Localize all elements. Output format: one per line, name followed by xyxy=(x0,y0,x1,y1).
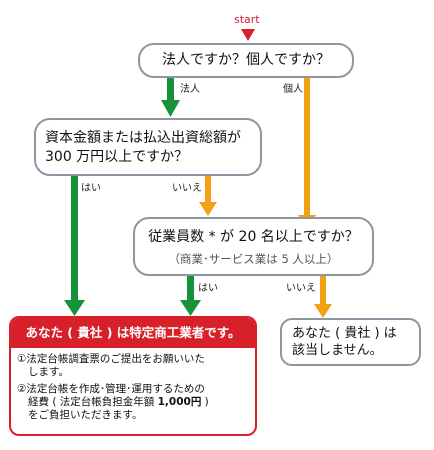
arrow-q3-no-head xyxy=(314,304,332,318)
arrow-q2-yes-head xyxy=(64,300,85,316)
question-3-line-2: （商業･サービス業は 5 人以上） xyxy=(168,252,339,266)
arrow-q3-yes-head xyxy=(180,300,201,316)
result-yes-item-2-line-2: 経費 ( 法定台帳負担金年額 1,000円 ) xyxy=(28,396,209,409)
branch-corporate-label: 法人 xyxy=(180,84,200,95)
start-arrow xyxy=(241,29,255,41)
arrow-q3-no-shaft xyxy=(320,276,326,305)
arrow-q2-yes-shaft xyxy=(71,176,78,302)
arrow-individual-shaft xyxy=(304,78,310,216)
start-label: start xyxy=(234,13,260,26)
arrow-corporate-head xyxy=(161,100,180,117)
result-yes-item-1-line-1: ①法定台帳調査票のご提出をお願いいた xyxy=(17,353,205,365)
result-yes-item-2-line-3: をご負担いただきます。 xyxy=(28,409,143,421)
result-yes-item-2-fee-prefix: 経費 ( 法定台帳負担金年額 xyxy=(28,396,158,408)
question-2-box: 資本金額または払込出資総額が 300 万円以上ですか？ xyxy=(34,118,262,176)
q3-yes-label: はい xyxy=(198,283,218,294)
arrow-corporate-shaft xyxy=(167,78,174,101)
question-2-line-2: 300 万円以上ですか？ xyxy=(45,149,189,165)
q3-no-label: いいえ xyxy=(286,283,316,294)
question-3-line-1: 従業員数 * が 20 名以上ですか？ xyxy=(148,229,359,245)
question-1-text: 法人ですか？個人ですか？ xyxy=(162,52,330,68)
branch-individual-label: 個人 xyxy=(283,84,303,95)
result-no-box: あなた ( 貴社 ) は 該当しません。 xyxy=(280,318,421,366)
result-yes-item-2-line-1: ②法定台帳を作成･管理･運用するための xyxy=(17,383,205,395)
result-yes-item-2-fee-amount: 1,000円 xyxy=(157,396,202,408)
question-2-line-1: 資本金額または払込出資総額が xyxy=(45,130,241,146)
arrow-q3-yes-shaft xyxy=(187,276,194,302)
q2-no-label: いいえ xyxy=(172,183,202,194)
result-yes-box: あなた ( 貴社 ) は特定商工業者です。 ①法定台帳調査票のご提出をお願いいた… xyxy=(9,316,257,436)
result-yes-item-1-line-2: します。 xyxy=(28,366,69,378)
result-no-line-1: あなた ( 貴社 ) は xyxy=(292,326,397,341)
arrow-q2-no-shaft xyxy=(205,176,211,203)
result-yes-item-2-fee-suffix: ) xyxy=(201,396,209,408)
question-1-box: 法人ですか？個人ですか？ xyxy=(138,43,354,78)
result-yes-title: あなた ( 貴社 ) は特定商工業者です。 xyxy=(11,318,255,348)
result-no-line-2: 該当しません。 xyxy=(292,343,383,358)
question-3-box: 従業員数 * が 20 名以上ですか？ （商業･サービス業は 5 人以上） xyxy=(133,217,374,276)
arrow-q2-no-head xyxy=(199,202,217,216)
q2-yes-label: はい xyxy=(81,183,101,194)
